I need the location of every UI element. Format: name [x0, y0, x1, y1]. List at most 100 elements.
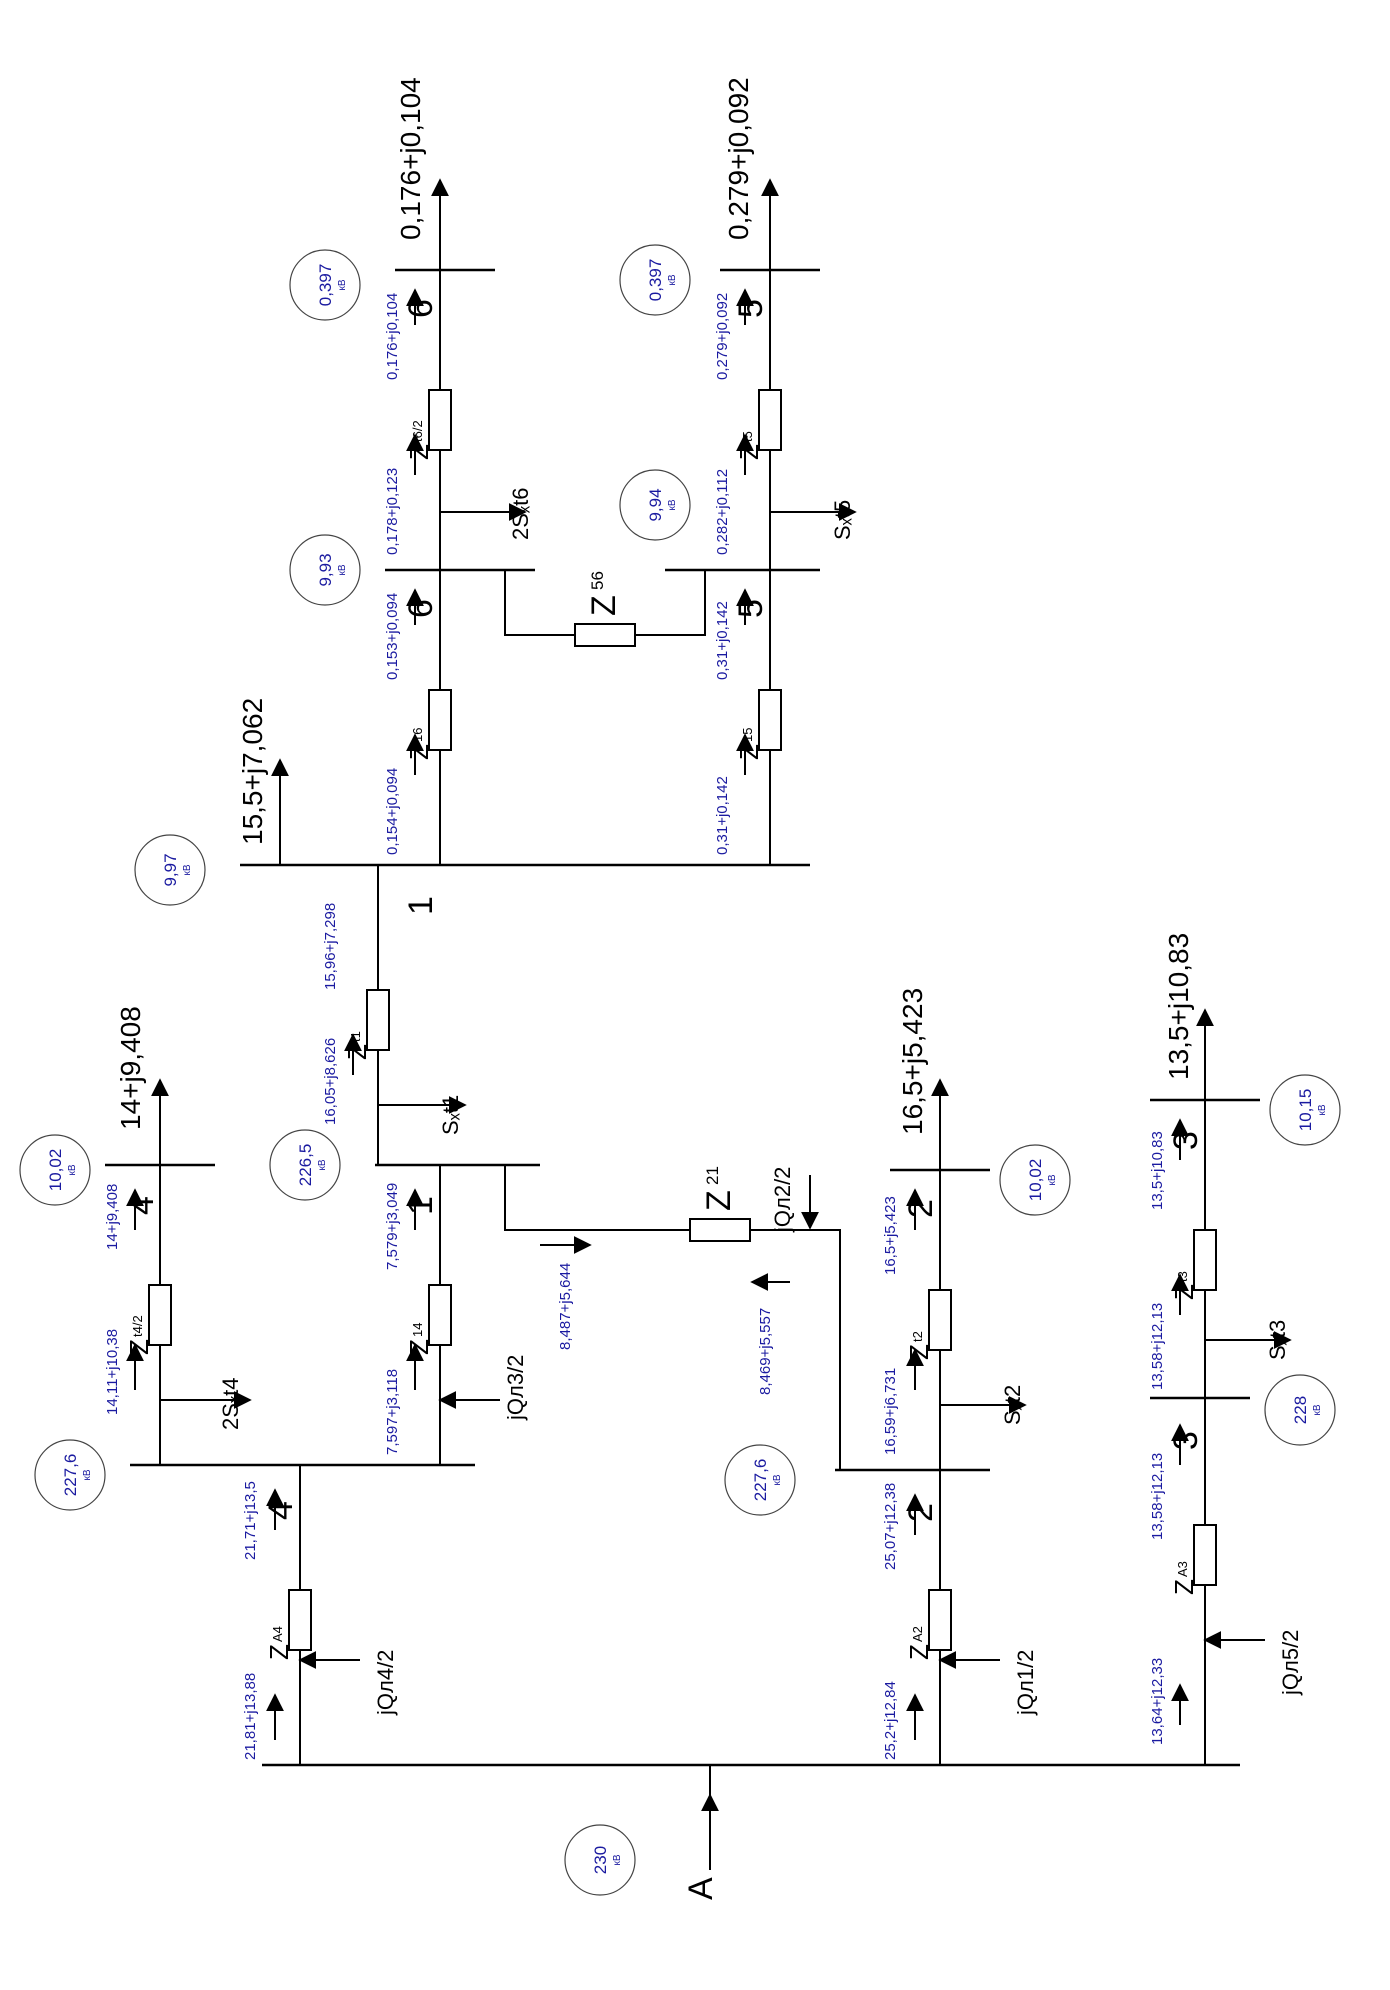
flow-label-4-t4-out: 14+j9,408 — [104, 1184, 121, 1250]
svg-text:227,6: 227,6 — [61, 1454, 80, 1497]
shunt-label-Q4: jQл4/2 — [373, 1650, 398, 1716]
impedance-Z21 — [689, 1218, 751, 1242]
impedance-label-ZA3: Z A3 — [1169, 1561, 1199, 1595]
svg-text:9,94: 9,94 — [646, 488, 665, 521]
svg-text:9,93: 9,93 — [316, 553, 335, 586]
impedance-label-ZA4: Z A4 — [264, 1626, 294, 1660]
impedance-Zt1 — [366, 989, 390, 1051]
voltage-circle-1-lv: 9,97 кВ — [134, 834, 206, 906]
svg-text:кВ: кВ — [67, 1164, 78, 1175]
load-label-3: 13,5+j10,83 — [1163, 933, 1194, 1080]
svg-text:15: 15 — [740, 728, 755, 742]
shunt-label-Q3: jQл3/2 — [503, 1355, 528, 1421]
svg-text:t5: t5 — [740, 431, 755, 442]
svg-text:кВ: кВ — [667, 274, 678, 285]
svg-text:Z: Z — [734, 744, 764, 760]
impedance-ZA2 — [928, 1589, 952, 1651]
impedance-label-Z15: Z 15 — [734, 728, 764, 760]
voltage-circle-4-lv: 10,02 кВ — [19, 1134, 91, 1206]
node-label-5-lv: 5 — [732, 299, 770, 318]
load-label-2: 16,5+j5,423 — [897, 988, 928, 1135]
impedance-Z14 — [428, 1284, 452, 1346]
flow-label-15-in: 0,31+j0,142 — [714, 776, 731, 855]
voltage-circle-A: 230 кВ — [564, 1824, 636, 1896]
flow-label-A2-in: 25,2+j12,84 — [882, 1681, 899, 1760]
svg-text:t6/2: t6/2 — [410, 420, 425, 442]
svg-text:кВ: кВ — [182, 864, 193, 875]
svg-text:кВ: кВ — [667, 499, 678, 510]
voltage-circle-3: 228 кВ — [1264, 1374, 1336, 1446]
flow-label-A4-out: 21,71+j13,5 — [242, 1481, 259, 1560]
svg-text:10,15: 10,15 — [1296, 1089, 1315, 1132]
svg-text:10,02: 10,02 — [1026, 1159, 1045, 1202]
flow-label-16-out: 0,153+j0,094 — [384, 593, 401, 680]
svg-text:кВ: кВ — [1317, 1104, 1328, 1115]
impedance-label-Z14: Z 14 — [404, 1323, 434, 1355]
svg-text:Z: Z — [404, 744, 434, 760]
node-label-1: 1 — [402, 1196, 440, 1215]
flow-label-16-in: 0,154+j0,094 — [384, 768, 401, 855]
svg-text:t2: t2 — [910, 1331, 925, 1342]
svg-text:кВ: кВ — [772, 1474, 783, 1485]
svg-text:10,02: 10,02 — [46, 1149, 65, 1192]
svg-text:226,5: 226,5 — [296, 1144, 315, 1187]
node-label-6-lv: 6 — [402, 299, 440, 318]
svg-text:228: 228 — [1291, 1396, 1310, 1424]
flow-label-4-t4-in: 14,11+j10,38 — [104, 1329, 121, 1415]
impedance-ZA3 — [1193, 1524, 1217, 1586]
shunt-label-Sx3: Sₓt3 — [1265, 1320, 1290, 1360]
flow-label-6-t6-out: 0,176+j0,104 — [384, 293, 401, 380]
flow-label-5-t5-out: 0,279+j0,092 — [714, 293, 731, 380]
svg-text:16: 16 — [410, 728, 425, 742]
shunt-label-Q2: jQл2/2 — [770, 1167, 795, 1233]
svg-text:t3: t3 — [1175, 1271, 1190, 1282]
impedance-Z56 — [574, 623, 636, 647]
node-label-3-lv: 3 — [1167, 1131, 1205, 1150]
impedance-label-Zt2: Z t2 — [904, 1331, 934, 1360]
node-label-4-lv: 4 — [123, 1196, 161, 1215]
impedance-Zt62 — [428, 389, 452, 451]
shunt-label-Sx4: 2Sₓt4 — [218, 1378, 243, 1430]
svg-text:227,6: 227,6 — [751, 1459, 770, 1502]
svg-text:t1: t1 — [348, 1031, 363, 1042]
voltage-circle-2: 227,6 кВ — [724, 1444, 796, 1516]
svg-text:9,97: 9,97 — [161, 853, 180, 886]
svg-text:21: 21 — [703, 1166, 722, 1185]
svg-text:кВ: кВ — [337, 279, 348, 290]
svg-text:Z: Z — [342, 1044, 372, 1060]
shunt-label-Sx1: Sₓt1 — [438, 1095, 463, 1135]
impedance-Zt42 — [148, 1284, 172, 1346]
svg-text:кВ: кВ — [1047, 1174, 1058, 1185]
impedance-label-ZA2: Z A2 — [904, 1626, 934, 1660]
svg-text:230: 230 — [591, 1846, 610, 1874]
flow-label-21b: 8,469+j5,557 — [757, 1308, 774, 1395]
svg-text:Z: Z — [585, 595, 623, 616]
svg-text:56: 56 — [588, 571, 607, 590]
voltage-circle-2-lv: 10,02 кВ — [999, 1144, 1071, 1216]
impedance-label-Z56: Z 56 — [585, 571, 623, 616]
svg-text:кВ: кВ — [1312, 1404, 1323, 1415]
flow-arrows — [126, 288, 1189, 1740]
svg-text:Z: Z — [124, 1339, 154, 1355]
flow-label-41-out: 7,579+j3,049 — [384, 1183, 401, 1270]
svg-text:кВ: кВ — [337, 564, 348, 575]
node-label-2-lv: 2 — [902, 1199, 940, 1218]
flow-label-21a: 8,487+j5,644 — [557, 1263, 574, 1350]
load-label-4: 14+j9,408 — [115, 1006, 146, 1130]
voltage-circle-6: 9,93 кВ — [289, 534, 361, 606]
impedance-label-Zt5: Z t5 — [734, 431, 764, 460]
svg-text:Z: Z — [404, 444, 434, 460]
voltage-circle-4: 227,6 кВ — [34, 1439, 106, 1511]
svg-text:14: 14 — [410, 1323, 425, 1337]
load-label-5: 0,279+j0,092 — [723, 77, 754, 240]
svg-text:0,397: 0,397 — [316, 264, 335, 307]
flow-label-3-t3-in: 13,58+j12,13 — [1149, 1303, 1166, 1390]
impedance-label-Zt1: Z t1 — [342, 1031, 372, 1060]
impedance-label-Z21: Z 21 — [700, 1166, 738, 1211]
svg-text:Z: Z — [404, 1339, 434, 1355]
network-lines — [105, 178, 1292, 1870]
node-label-5: 5 — [732, 599, 770, 618]
impedance-Zt3 — [1193, 1229, 1217, 1291]
svg-text:t4/2: t4/2 — [130, 1315, 145, 1337]
